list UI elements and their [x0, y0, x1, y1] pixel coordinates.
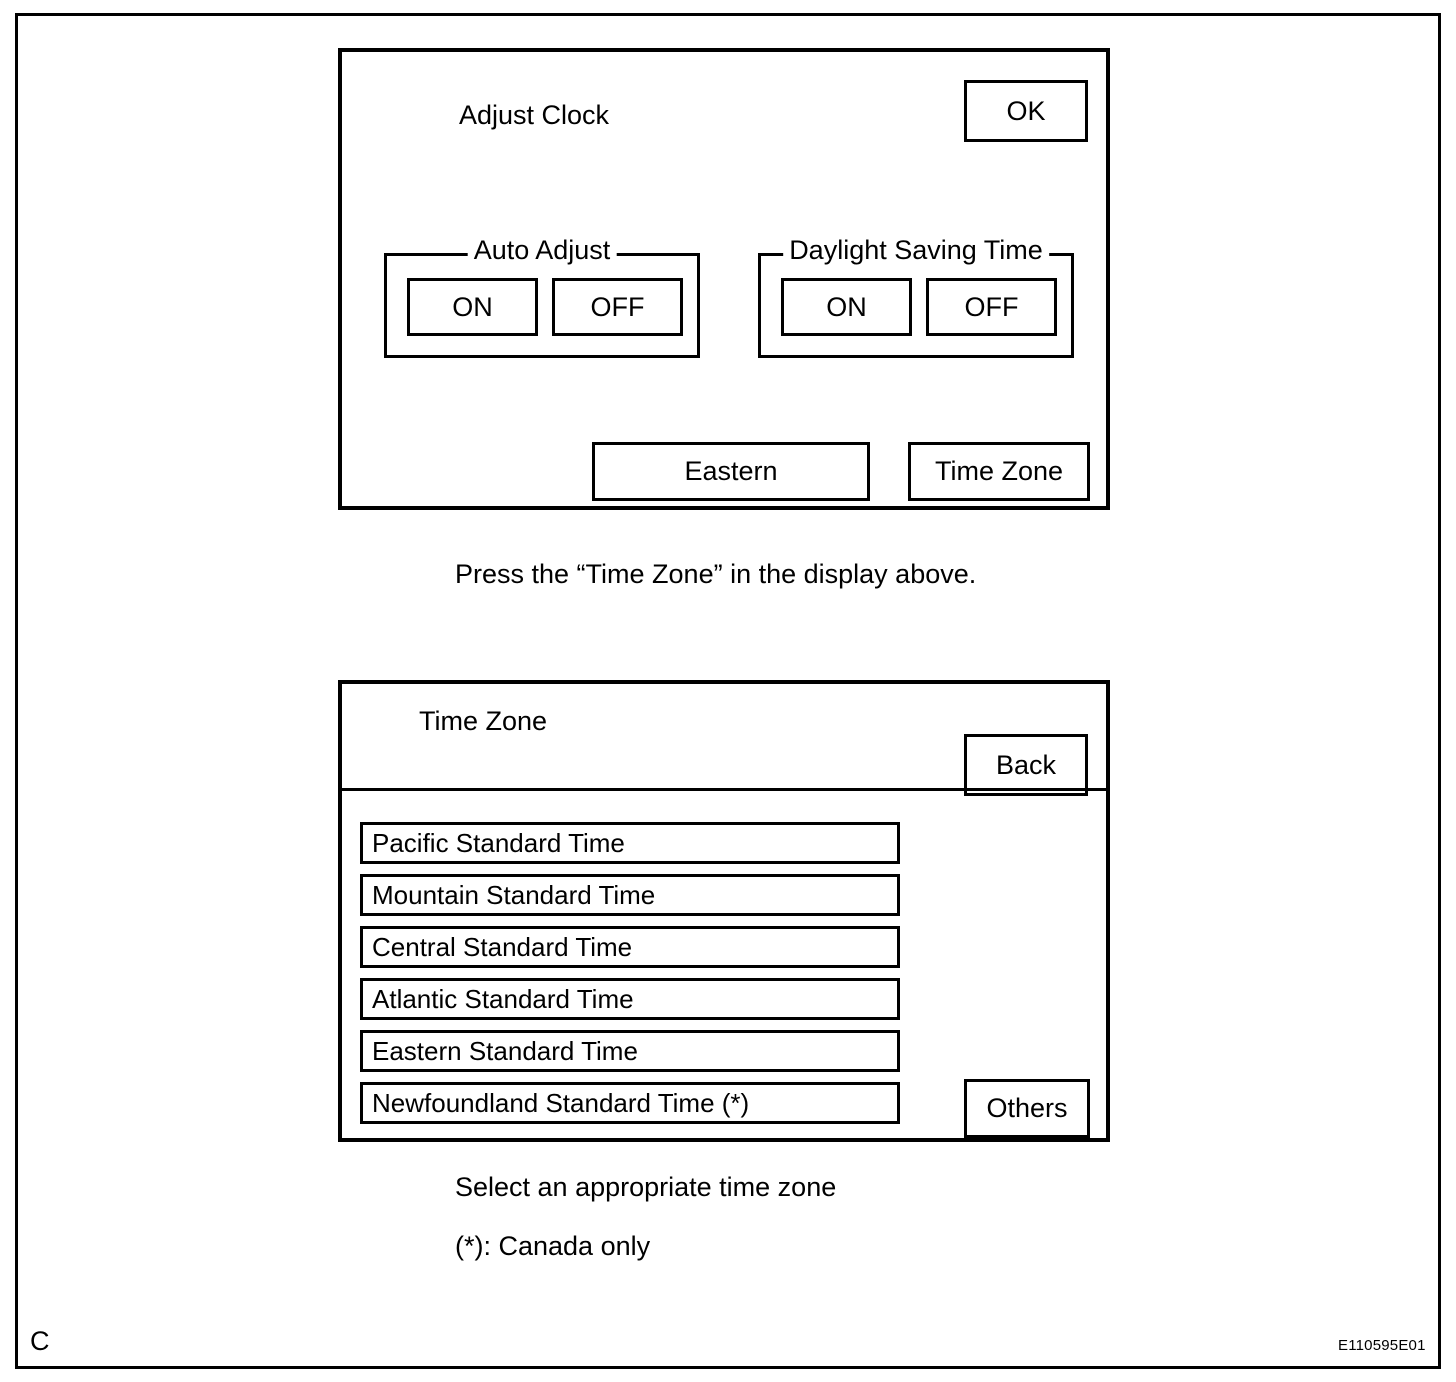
back-button[interactable]: Back — [964, 734, 1088, 796]
header-divider — [342, 788, 1106, 791]
daylight-saving-time-group: Daylight Saving Time ON OFF — [758, 237, 1074, 358]
instruction-caption: Press the “Time Zone” in the display abo… — [455, 559, 977, 589]
select-time-zone-caption: Select an appropriate time zone — [455, 1172, 837, 1202]
daylight-saving-off-button[interactable]: OFF — [926, 278, 1057, 336]
adjust-clock-screen: Adjust Clock OK Auto Adjust ON OFF Dayli… — [338, 48, 1110, 510]
document-frame — [15, 13, 1441, 1369]
list-item[interactable]: Atlantic Standard Time — [360, 978, 900, 1020]
list-item[interactable]: Central Standard Time — [360, 926, 900, 968]
time-zone-screen: Time Zone Back Pacific Standard Time Mou… — [338, 680, 1110, 1142]
list-item[interactable]: Pacific Standard Time — [360, 822, 900, 864]
auto-adjust-group: Auto Adjust ON OFF — [384, 237, 700, 358]
time-zone-title: Time Zone — [419, 706, 548, 736]
others-button[interactable]: Others — [964, 1079, 1090, 1138]
daylight-saving-on-button[interactable]: ON — [781, 278, 912, 336]
list-item[interactable]: Mountain Standard Time — [360, 874, 900, 916]
time-zone-list: Pacific Standard Time Mountain Standard … — [360, 822, 900, 1124]
time-zone-button[interactable]: Time Zone — [908, 442, 1090, 501]
figure-code: E110595E01 — [1338, 1337, 1426, 1354]
ok-button[interactable]: OK — [964, 80, 1088, 142]
canada-only-note: (*): Canada only — [455, 1231, 651, 1261]
list-item[interactable]: Newfoundland Standard Time (*) — [360, 1082, 900, 1124]
page-corner-marker: C — [30, 1326, 50, 1356]
auto-adjust-legend: Auto Adjust — [467, 237, 617, 264]
daylight-saving-time-legend: Daylight Saving Time — [783, 237, 1049, 264]
auto-adjust-on-button[interactable]: ON — [407, 278, 538, 336]
adjust-clock-title: Adjust Clock — [459, 100, 610, 130]
current-time-zone-button[interactable]: Eastern — [592, 442, 870, 501]
auto-adjust-off-button[interactable]: OFF — [552, 278, 683, 336]
list-item[interactable]: Eastern Standard Time — [360, 1030, 900, 1072]
